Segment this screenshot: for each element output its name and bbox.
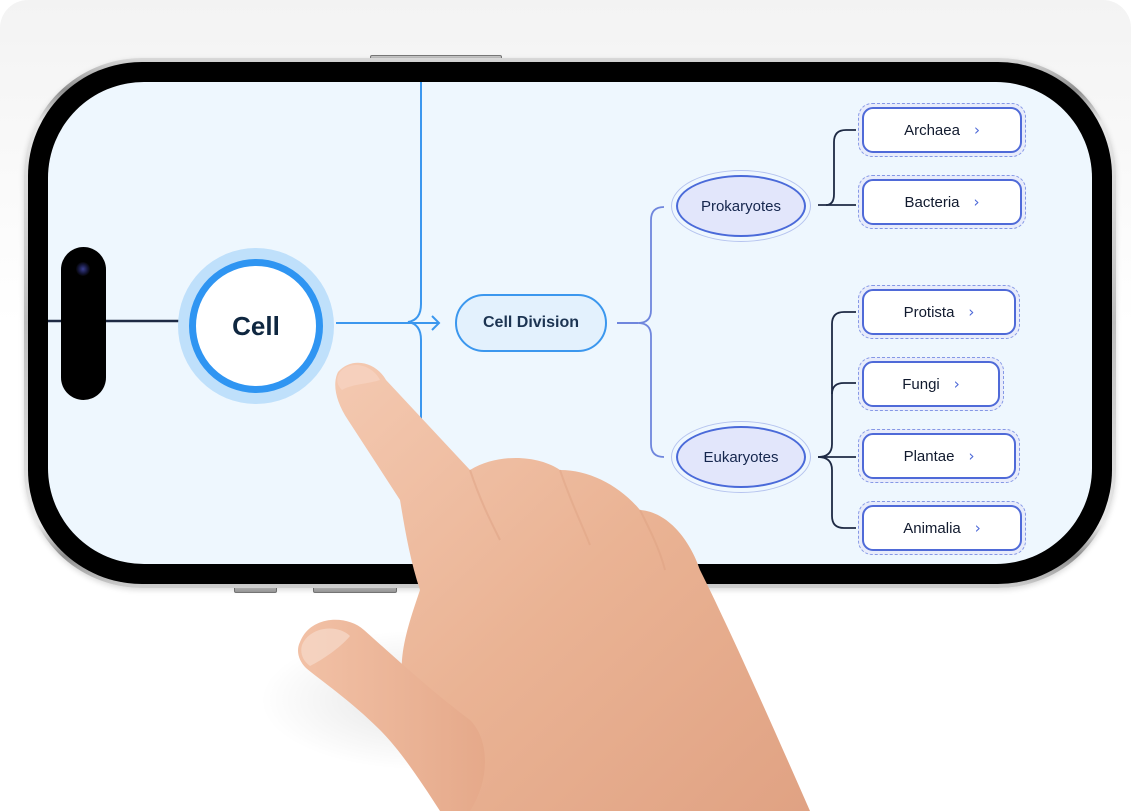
root-node-cell[interactable]: Cell	[178, 248, 334, 404]
node-eukaryotes[interactable]: Eukaryotes	[671, 421, 811, 493]
chevron-right-icon: ›	[968, 447, 975, 465]
root-node-label: Cell	[189, 259, 323, 393]
leaf-archaea[interactable]: Archaea ›	[858, 103, 1026, 157]
phone-screen: Cell Cell Division Prokaryotes Eukaryote…	[48, 82, 1092, 564]
node-prokaryotes-label: Prokaryotes	[676, 175, 806, 237]
chevron-right-icon: ›	[968, 303, 975, 321]
phone-bezel: Cell Cell Division Prokaryotes Eukaryote…	[28, 62, 1112, 584]
dynamic-island	[61, 247, 106, 400]
phone-frame: Cell Cell Division Prokaryotes Eukaryote…	[24, 58, 1116, 588]
leaf-plantae[interactable]: Plantae ›	[858, 429, 1020, 483]
node-cell-division[interactable]: Cell Division	[455, 294, 607, 352]
leaf-label: Animalia	[903, 519, 961, 537]
chevron-right-icon: ›	[973, 121, 980, 139]
leaf-label: Archaea	[904, 121, 960, 139]
chevron-right-icon: ›	[974, 519, 981, 537]
leaf-label: Protista	[903, 303, 955, 321]
leaf-protista[interactable]: Protista ›	[858, 285, 1020, 339]
chevron-right-icon: ›	[953, 375, 960, 393]
node-eukaryotes-label: Eukaryotes	[676, 426, 806, 488]
leaf-bacteria[interactable]: Bacteria ›	[858, 175, 1026, 229]
leaf-animalia[interactable]: Animalia ›	[858, 501, 1026, 555]
leaf-fungi[interactable]: Fungi ›	[858, 357, 1004, 411]
leaf-label: Fungi	[902, 375, 940, 393]
leaf-label: Bacteria	[904, 193, 960, 211]
node-prokaryotes[interactable]: Prokaryotes	[671, 170, 811, 242]
chevron-right-icon: ›	[973, 193, 980, 211]
front-camera-icon	[76, 262, 90, 276]
leaf-label: Plantae	[903, 447, 955, 465]
